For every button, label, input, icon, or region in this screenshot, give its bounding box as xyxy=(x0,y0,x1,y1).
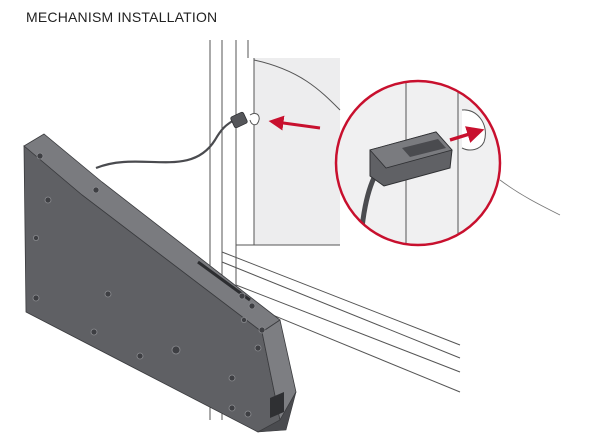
cable-connector-icon xyxy=(230,111,248,129)
mechanism-housing-icon xyxy=(23,133,297,433)
door-edge xyxy=(499,179,561,216)
connector-cable xyxy=(95,119,235,170)
insert-arrow-icon xyxy=(268,115,321,131)
detail-callout-icon xyxy=(334,79,502,247)
diagram-title: MECHANISM INSTALLATION xyxy=(26,9,218,25)
cabinet-wall-panel xyxy=(254,58,340,245)
mounting-hole xyxy=(249,112,260,126)
